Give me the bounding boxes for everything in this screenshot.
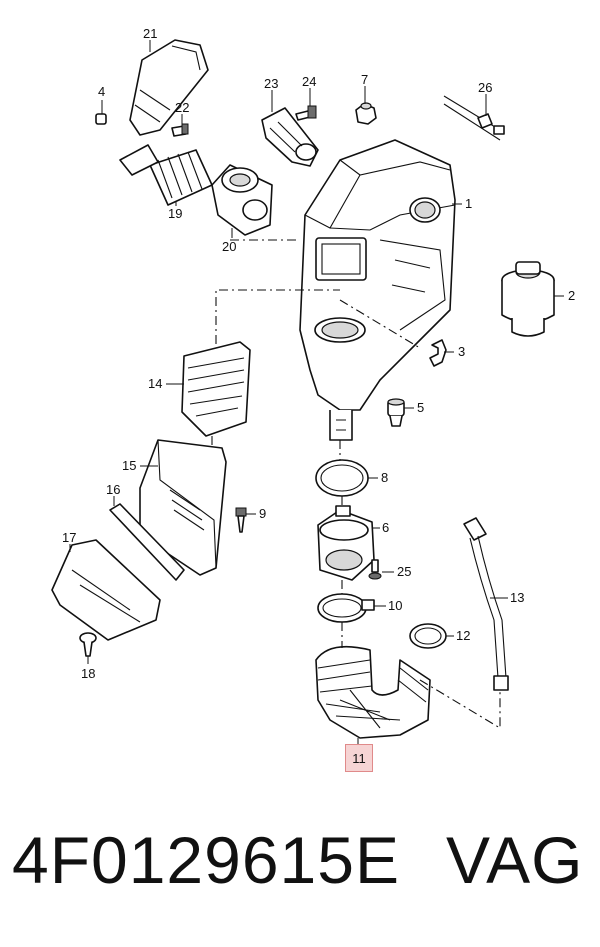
callout-1: 1 bbox=[465, 196, 472, 211]
brand-label: VAG bbox=[446, 823, 584, 897]
part-2-filter-cartridge bbox=[501, 261, 555, 337]
callout-26: 26 bbox=[478, 80, 492, 95]
part-4-clip bbox=[95, 113, 107, 125]
callout-8: 8 bbox=[381, 470, 388, 485]
callout-12: 12 bbox=[456, 628, 470, 643]
callout-2: 2 bbox=[568, 288, 575, 303]
part-11-air-duct-hose bbox=[315, 645, 431, 739]
callout-24: 24 bbox=[302, 74, 316, 89]
callout-7: 7 bbox=[361, 72, 368, 87]
part-20-intake-scoop bbox=[211, 164, 273, 236]
part-1-air-filter-housing bbox=[299, 139, 456, 441]
part-25-bolt bbox=[368, 559, 382, 580]
callout-16: 16 bbox=[106, 482, 120, 497]
exploded-parts-diagram: 1 2 3 4 5 6 7 8 9 10 12 13 14 15 16 17 1… bbox=[51, 26, 575, 746]
callout-5: 5 bbox=[417, 400, 424, 415]
callout-21: 21 bbox=[143, 26, 157, 41]
callout-10: 10 bbox=[388, 598, 402, 613]
assembly-lines bbox=[211, 239, 501, 729]
part-7-nut bbox=[355, 102, 377, 125]
part-13-breather-hose bbox=[463, 517, 509, 691]
callout-3: 3 bbox=[458, 344, 465, 359]
callout-22: 22 bbox=[175, 100, 189, 115]
callout-20: 20 bbox=[222, 239, 236, 254]
callout-6: 6 bbox=[382, 520, 389, 535]
callout-14: 14 bbox=[148, 376, 162, 391]
part-21-intake-pipe bbox=[129, 39, 209, 136]
part-14-large-bellows bbox=[181, 341, 251, 437]
callout-15: 15 bbox=[122, 458, 136, 473]
callout-19: 19 bbox=[168, 206, 182, 221]
part-15-duct bbox=[139, 439, 227, 576]
part-3-clip bbox=[429, 339, 447, 367]
part-24-bolt bbox=[295, 105, 317, 121]
part-17-undertray bbox=[51, 539, 161, 641]
callout-18: 18 bbox=[81, 666, 95, 681]
part-22-bolt bbox=[171, 123, 189, 137]
part-10-hose-clamp bbox=[317, 593, 375, 623]
callout-labels: 1 2 3 4 5 6 7 8 9 10 12 13 14 15 16 17 1… bbox=[62, 26, 575, 681]
callout-25: 25 bbox=[397, 564, 411, 579]
part-number-label: 4F0129615E bbox=[12, 823, 400, 897]
part-26-rods bbox=[443, 95, 505, 141]
part-18-push-clip bbox=[79, 632, 97, 657]
part-19-bellows bbox=[119, 144, 213, 206]
part-5-grommet bbox=[387, 398, 405, 427]
part-12-clamp bbox=[409, 623, 447, 649]
part-8-seal-ring bbox=[315, 459, 369, 497]
callout-17: 17 bbox=[62, 530, 76, 545]
part-6-flange bbox=[317, 505, 375, 581]
callout-4: 4 bbox=[98, 84, 105, 99]
part-23-bracket bbox=[261, 107, 319, 167]
callout-11: 11 bbox=[352, 750, 366, 766]
callout-9: 9 bbox=[259, 506, 266, 521]
callout-23: 23 bbox=[264, 76, 278, 91]
callout-13: 13 bbox=[510, 590, 524, 605]
highlighted-callout-box: 11 bbox=[345, 744, 373, 772]
part-16-strip bbox=[109, 503, 185, 581]
part-9-bolt bbox=[235, 507, 247, 533]
